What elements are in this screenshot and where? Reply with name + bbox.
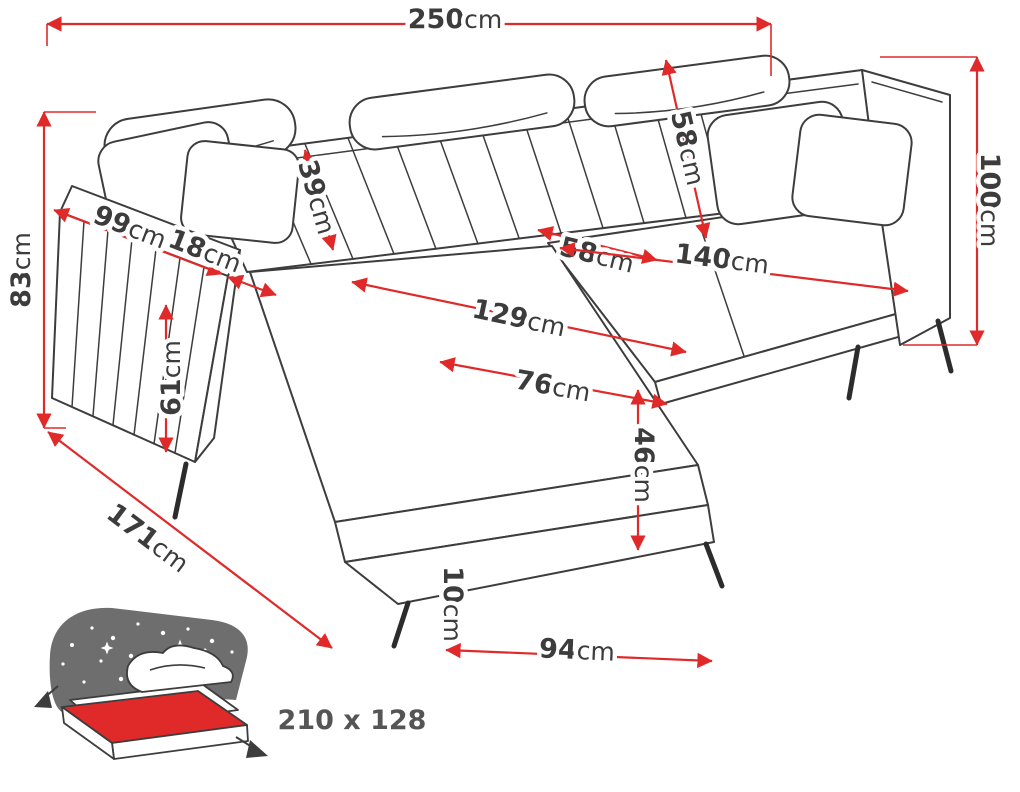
- dim-height-right: 100cm: [880, 56, 1010, 346]
- dim-armrest-height: 61cm: [151, 304, 191, 453]
- pillow: [180, 140, 300, 244]
- dim-front-width-label: 94cm: [539, 633, 616, 667]
- dim-front-width: 94cm: [445, 628, 713, 671]
- dim-armrest-height-label: 61cm: [156, 340, 187, 416]
- dim-seat-height-label: 46cm: [629, 427, 660, 503]
- bed-pillows: [126, 644, 234, 693]
- dim-total-width: 250cm: [46, 0, 772, 76]
- dim-seat-height: 46cm: [624, 389, 664, 551]
- dim-total-width-label: 250cm: [408, 4, 502, 35]
- dim-height-left-label: 83cm: [6, 232, 37, 308]
- bed-mattress: [61, 690, 249, 760]
- dim-leg-height-label: 10cm: [438, 566, 469, 642]
- dim-height-right-label: 100cm: [975, 153, 1006, 247]
- dim-leg-height: 10cm: [433, 562, 473, 647]
- sofa-bed-icon: [34, 607, 268, 760]
- headrest-cushion-middle: [348, 73, 576, 151]
- unfold-arrows: [34, 685, 268, 758]
- sleeping-area-size-label: 210 x 128: [278, 705, 427, 736]
- pillow: [791, 113, 913, 227]
- dim-height-left: 83cm: [1, 111, 96, 429]
